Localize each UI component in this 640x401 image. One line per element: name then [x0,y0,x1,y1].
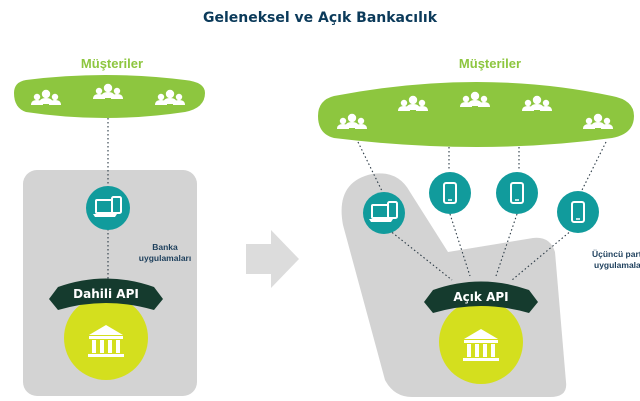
left-app-circle [86,186,130,230]
right-apps-label-line2: uygulamaları [594,260,640,270]
right-customer-band [318,82,634,147]
right-arrow-icon [246,230,299,288]
left-apps-label-line1: Banka [152,242,178,252]
right-app-circle-1 [363,192,405,234]
right-apps-label-line1: Üçüncü parti [592,249,640,259]
left-customers-label: Müşteriler [81,56,143,71]
right-api-label: Açık API [453,290,508,304]
left-apps-label-line2: uygulamaları [139,253,191,263]
left-api-banner [49,278,163,310]
right-api-banner [424,281,538,313]
right-app-circle-4 [557,191,599,233]
right-app-circle-3 [496,172,538,214]
left-api-label: Dahili API [73,287,139,301]
diagram-title: Geleneksel ve Açık Bankacılık [203,10,438,26]
right-app-circle-2 [429,172,471,214]
right-customers-label: Müşteriler [459,56,521,71]
